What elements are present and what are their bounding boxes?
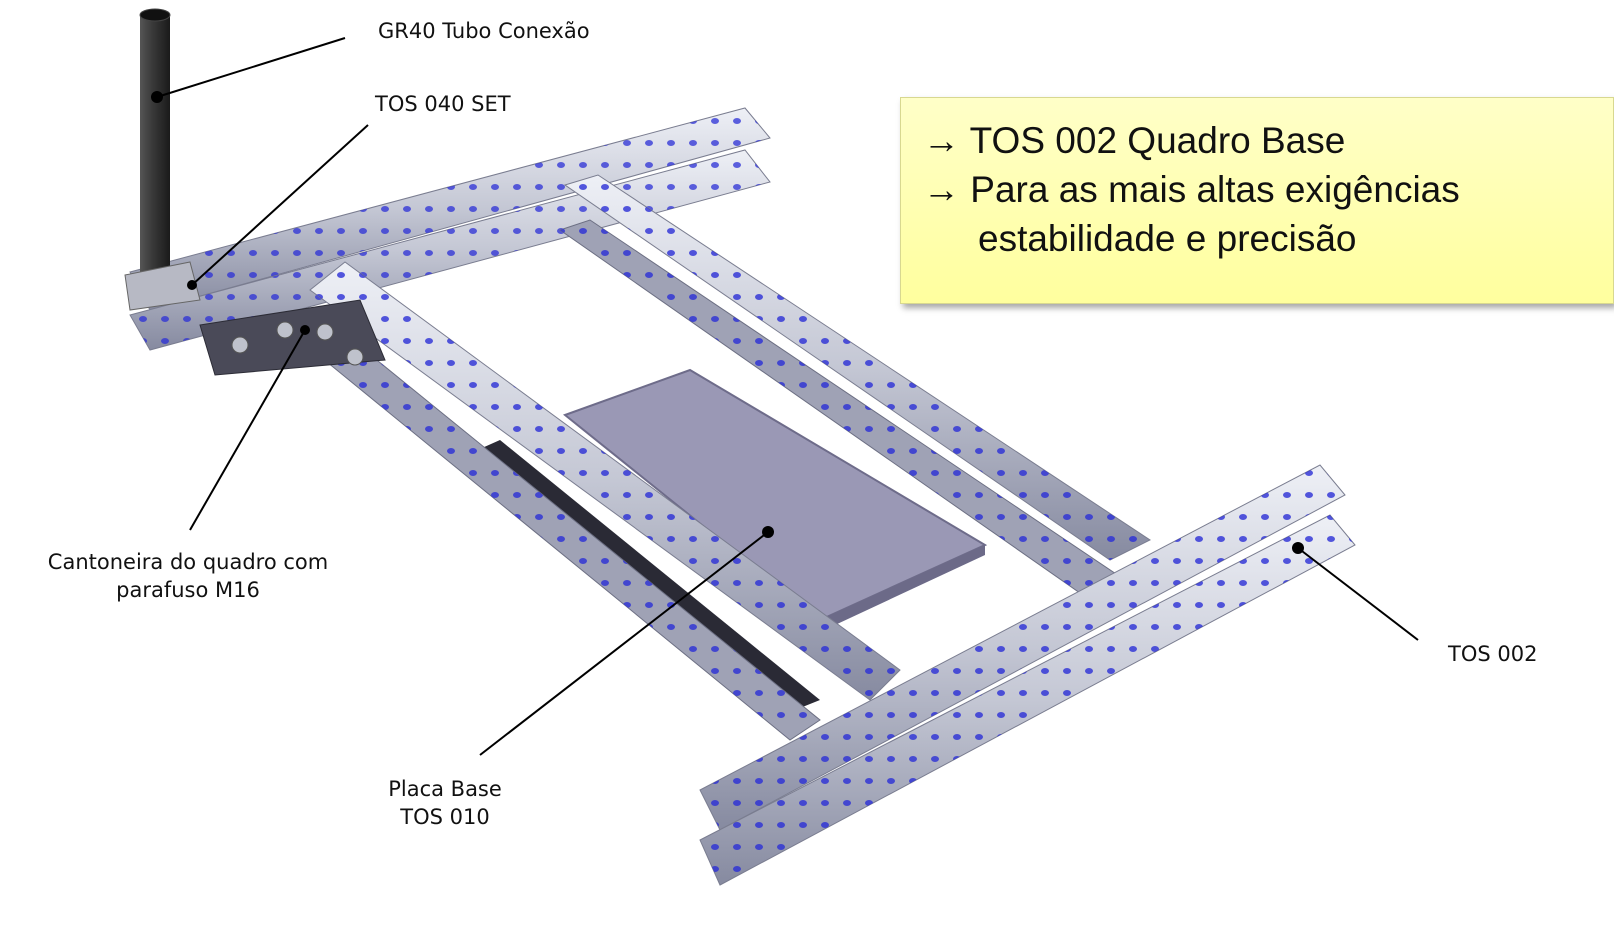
label-plate-line1: Placa Base — [388, 777, 502, 801]
leader-dots — [151, 91, 1304, 554]
rail-right-long — [558, 174, 1151, 601]
arrow-icon: → — [923, 169, 960, 210]
callout-line-3: estabilidade e precisão — [978, 218, 1357, 259]
rail-front — [699, 464, 1356, 886]
frame-bracket — [199, 299, 386, 376]
label-tos-002: TOS 002 — [1448, 642, 1538, 666]
connection-tube — [124, 8, 201, 311]
arrow-icon: → — [923, 120, 960, 161]
callout-box: → TOS 002 Quadro Base → Para as mais alt… — [900, 97, 1614, 304]
label-bracket-line1: Cantoneira do quadro com — [47, 550, 329, 574]
callout-line-1: → TOS 002 Quadro Base — [923, 116, 1613, 165]
label-plate-line2: TOS 010 — [400, 805, 490, 830]
callout-line-2-text: Para as mais altas exigências — [970, 169, 1460, 210]
callout-line-2: → Para as mais altas exigências — [923, 165, 1613, 214]
callout-line-1-text: TOS 002 Quadro Base — [969, 120, 1346, 161]
base-plate-edge — [820, 545, 985, 632]
label-bracket-line2: parafuso M16 — [116, 578, 260, 603]
rail-left-long — [299, 261, 901, 741]
label-tos-040-set: TOS 040 SET — [375, 92, 511, 116]
leader-lines — [156, 37, 1419, 756]
label-base-plate: Placa Base TOS 010 — [360, 775, 530, 832]
label-bracket: Cantoneira do quadro com parafuso M16 — [8, 548, 368, 605]
label-tube: GR40 Tubo Conexão — [378, 19, 590, 43]
